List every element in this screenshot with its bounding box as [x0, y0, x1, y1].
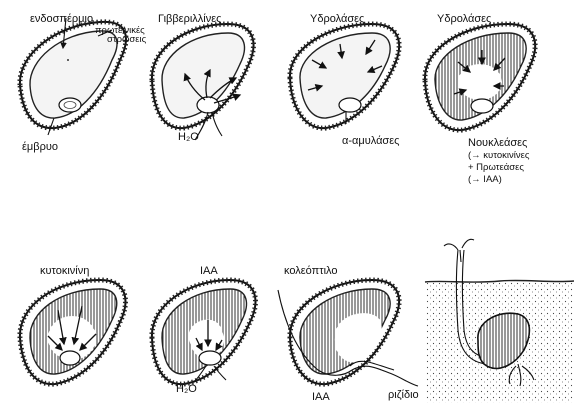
label-endosperm: ενδοσπέρμιο: [30, 13, 93, 25]
label-coleoptile: κολεόπτιλο: [284, 265, 337, 277]
label-alpha-amylases: α-αμυλάσες: [342, 135, 399, 147]
label-cytokinin: κυτοκινίνη: [40, 265, 89, 277]
label-nucleases-2: (→ κυτοκινίνες: [468, 150, 530, 161]
seed-4-nucleases: [425, 24, 535, 130]
label-hydrolases-1: Υδρολάσες: [310, 13, 364, 25]
label-nucleases-1: Νουκλεάσες: [468, 137, 527, 149]
label-embryo: έμβρυο: [22, 141, 58, 153]
label-water-2: H₂O: [176, 383, 197, 395]
embryo-shape: [59, 98, 81, 112]
label-hydrolases-2: Υδρολάσες: [437, 13, 491, 25]
label-radicle: ριζίδιο: [388, 389, 419, 401]
label-nucleases-4: (→ IAA): [468, 174, 502, 185]
label-iaa-1: IAA: [200, 265, 218, 277]
label-iaa-2: IAA: [312, 391, 330, 403]
label-gibberellins: Γιββεριλλίνες: [158, 13, 221, 25]
seed-6-iaa: [152, 280, 256, 384]
seedling-in-soil: [425, 239, 574, 403]
seed-5-cytokinin: [20, 280, 126, 384]
label-nucleases-3: + Πρωτεάσες: [468, 162, 524, 173]
label-water-1: H₂O: [178, 131, 199, 143]
seed-7-coleoptile-radicle: [278, 280, 418, 386]
seed-3-hydrolases: [290, 24, 399, 128]
seed-2-gibberellins: [152, 24, 254, 140]
label-protein-layers-2: στρώσεις: [107, 34, 147, 45]
